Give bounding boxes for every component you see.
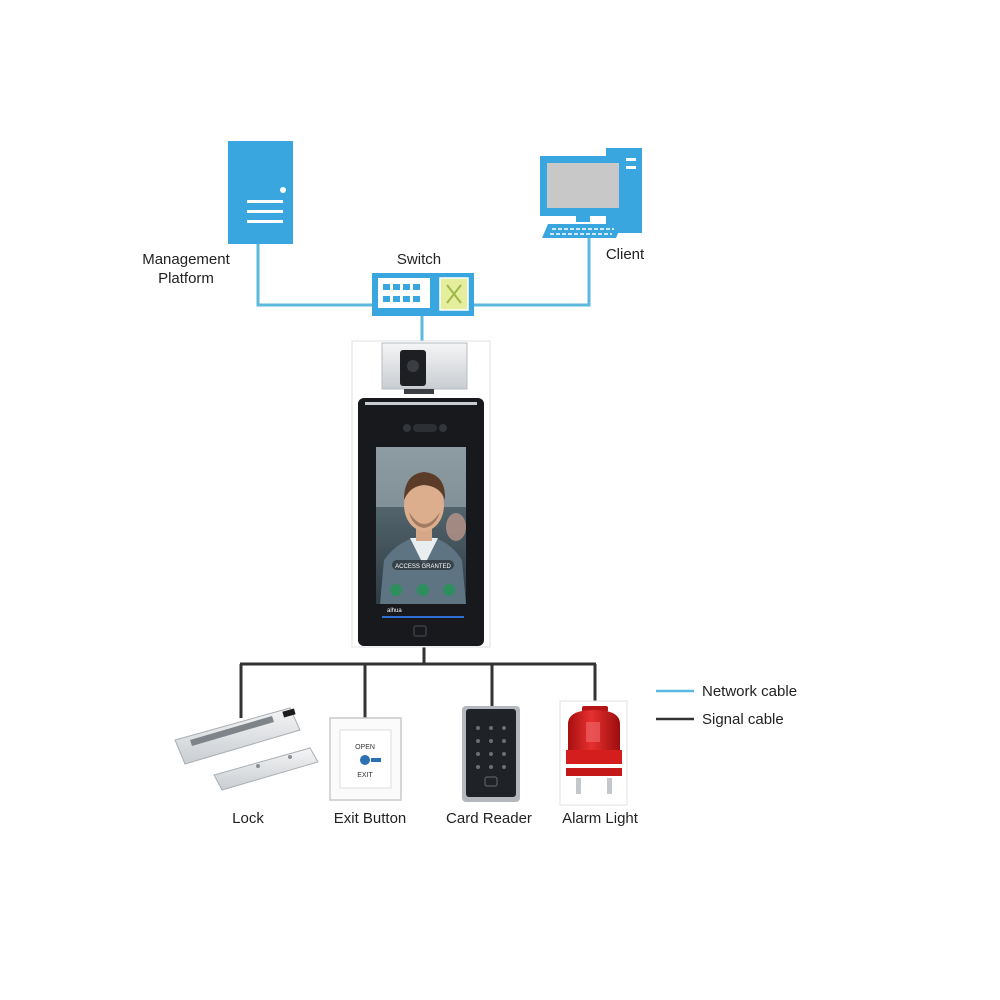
alarm-light-icon: [559, 700, 628, 806]
network-switch-icon: [372, 273, 474, 316]
legend: [656, 689, 694, 721]
network-cables: [256, 232, 591, 342]
management-platform-label-line2: Platform: [158, 270, 214, 287]
switch-label: Switch: [396, 251, 442, 268]
server-icon: [228, 141, 293, 244]
signal-cables: [239, 646, 597, 720]
face-recognition-terminal-icon: ACCESS GRANTED alhua: [351, 340, 491, 648]
exit-button-label: Exit Button: [333, 810, 407, 827]
exit-plate-line1: OPEN: [355, 744, 375, 751]
alarm-light-label: Alarm Light: [562, 810, 638, 827]
screen-caption: ACCESS GRANTED: [395, 564, 451, 570]
legend-signal-label: Signal cable: [702, 711, 784, 728]
card-reader-label: Card Reader: [446, 810, 532, 827]
terminal-brand: alhua: [387, 608, 402, 614]
client-label: Client: [605, 246, 645, 263]
exit-button-icon: OPEN EXIT: [329, 717, 402, 801]
cable-client-switch: [473, 232, 591, 307]
magnetic-lock-icon: [174, 707, 319, 791]
lock-label: Lock: [232, 810, 264, 827]
management-platform-label: Management Platform: [142, 250, 230, 288]
management-platform-label-line1: Management: [142, 251, 230, 268]
legend-network-label: Network cable: [702, 683, 798, 700]
cable-platform-switch: [256, 243, 372, 307]
exit-plate-line2: EXIT: [357, 772, 373, 779]
card-reader-icon: [462, 706, 520, 802]
desktop-computer-icon: [540, 148, 642, 238]
